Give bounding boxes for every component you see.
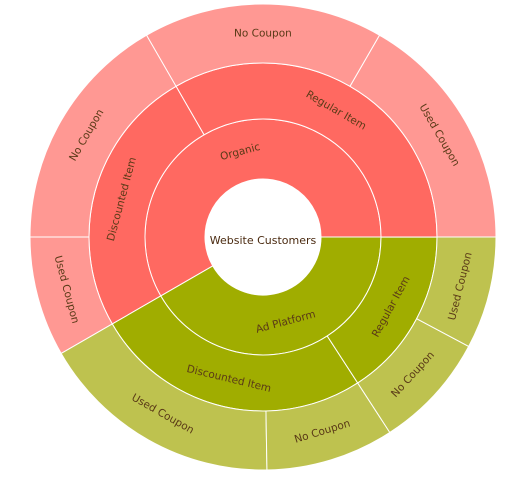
center-label: Website Customers [210,234,317,247]
segment-ad-platform-regular-item-used-coupon[interactable] [415,236,497,348]
sunburst-segments [29,3,497,471]
label-organic-regular-item-no-coupon: No Coupon [234,27,292,39]
